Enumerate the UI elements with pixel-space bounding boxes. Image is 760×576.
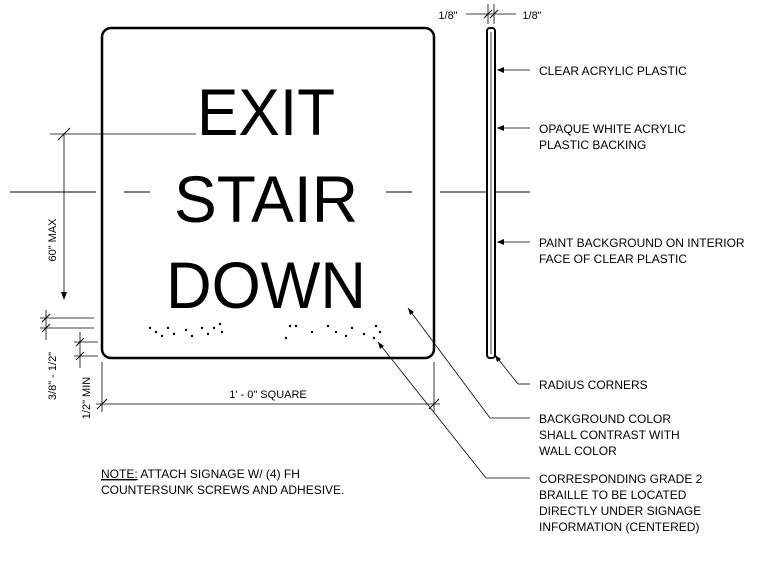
thickness-label-left: 1/8" (438, 10, 457, 22)
sign-text-down: DOWN (166, 248, 366, 322)
callout-opaque-backing-line2: PLASTIC BACKING (539, 138, 646, 152)
braille-gap-label: 3/8" - 1/2" (47, 352, 59, 400)
callout-leaders-right (377, 67, 530, 479)
callout-braille-line2: BRAILLE TO BE LOCATED (539, 488, 687, 502)
braille-dots (148, 322, 382, 340)
width-label: 1' - 0" SQUARE (229, 389, 307, 401)
sign-face (100, 26, 436, 360)
callout-braille-line3: DIRECTLY UNDER SIGNAGE (539, 504, 701, 518)
callout-paint-background-line2: FACE OF CLEAR PLASTIC (539, 252, 687, 266)
width-dimension (96, 362, 440, 412)
bottom-min-label: 1/2" MIN (81, 377, 93, 419)
sign-text-exit: EXIT (197, 75, 335, 149)
braille-offset-dimension (40, 310, 98, 368)
callout-paint-background-line1: PAINT BACKGROUND ON INTERIOR (539, 236, 745, 250)
sign-text-stair: STAIR (174, 162, 358, 236)
note-line1: NOTE: ATTACH SIGNAGE W/ (4) FH (101, 467, 300, 481)
callout-opaque-backing-line1: OPAQUE WHITE ACRYLIC (539, 122, 686, 136)
note-line1-text: ATTACH SIGNAGE W/ (4) FH (138, 467, 300, 481)
callout-contrast-line2: SHALL CONTRAST WITH (539, 428, 680, 442)
note-line2: COUNTERSUNK SCREWS AND ADHESIVE. (101, 483, 344, 497)
callout-braille-line1: CORRESPONDING GRADE 2 (539, 472, 703, 486)
callout-braille-line4: INFORMATION (CENTERED) (539, 520, 699, 534)
thickness-dimension (466, 4, 516, 24)
height-max-label: 60" MAX (47, 218, 59, 262)
thickness-label-right: 1/8" (522, 10, 541, 22)
callout-contrast-line1: BACKGROUND COLOR (539, 412, 671, 426)
height-dimension (50, 127, 196, 300)
callout-contrast-line3: WALL COLOR (539, 444, 617, 458)
callout-radius-corners: RADIUS CORNERS (539, 378, 648, 392)
callout-clear-acrylic: CLEAR ACRYLIC PLASTIC (539, 64, 687, 78)
note-label: NOTE: (101, 467, 138, 481)
